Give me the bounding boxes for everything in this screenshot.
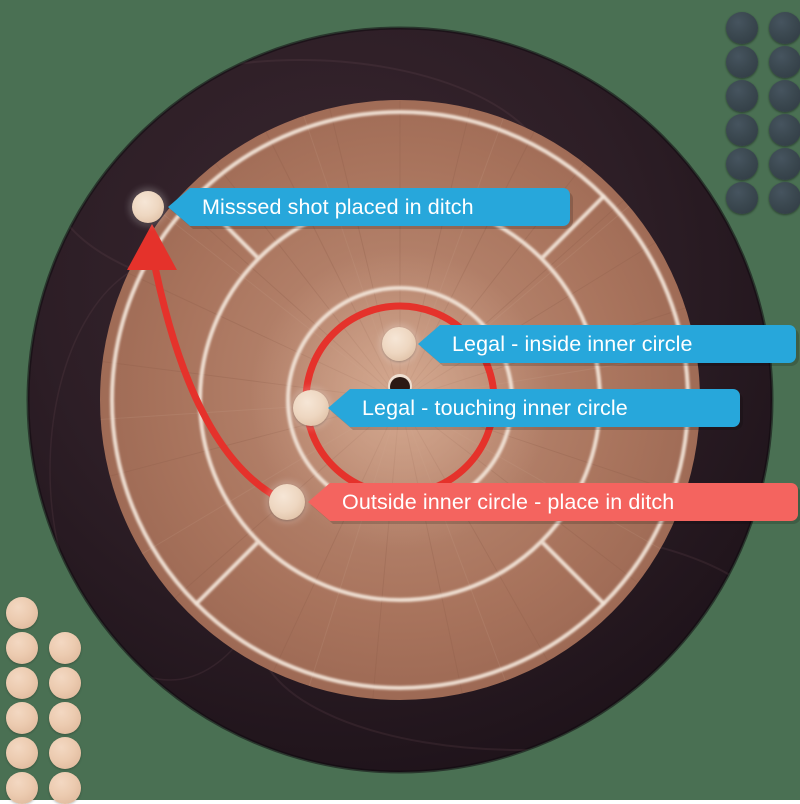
dark-disc[interactable] bbox=[726, 12, 758, 44]
disc-inside-inner[interactable] bbox=[382, 327, 416, 361]
light-disc[interactable] bbox=[6, 702, 38, 734]
light-disc[interactable] bbox=[49, 772, 81, 804]
dark-disc[interactable] bbox=[769, 148, 800, 180]
light-disc[interactable] bbox=[6, 772, 38, 804]
light-disc[interactable] bbox=[49, 737, 81, 769]
dark-disc[interactable] bbox=[769, 80, 800, 112]
light-disc[interactable] bbox=[6, 632, 38, 664]
dark-disc[interactable] bbox=[726, 46, 758, 78]
callout-legal-touching[interactable]: Legal - touching inner circle bbox=[328, 389, 740, 427]
shot-trajectory bbox=[127, 224, 291, 506]
light-disc[interactable] bbox=[49, 667, 81, 699]
light-disc[interactable] bbox=[49, 632, 81, 664]
callout-missed-shot[interactable]: Misssed shot placed in ditch bbox=[168, 188, 570, 226]
light-disc[interactable] bbox=[6, 737, 38, 769]
disc-outside-inner[interactable] bbox=[269, 484, 305, 520]
dark-disc[interactable] bbox=[726, 148, 758, 180]
dark-disc[interactable] bbox=[726, 182, 758, 214]
callout-outside-inner[interactable]: Outside inner circle - place in ditch bbox=[308, 483, 798, 521]
callout-legal-inside[interactable]: Legal - inside inner circle bbox=[418, 325, 796, 363]
light-disc[interactable] bbox=[49, 702, 81, 734]
dark-disc[interactable] bbox=[769, 12, 800, 44]
dark-disc[interactable] bbox=[769, 114, 800, 146]
light-disc[interactable] bbox=[6, 597, 38, 629]
disc-touching-inner[interactable] bbox=[293, 390, 329, 426]
dark-disc[interactable] bbox=[769, 46, 800, 78]
dark-disc[interactable] bbox=[726, 114, 758, 146]
light-disc[interactable] bbox=[6, 667, 38, 699]
disc-in-ditch[interactable] bbox=[132, 191, 164, 223]
dark-disc[interactable] bbox=[726, 80, 758, 112]
dark-disc[interactable] bbox=[769, 182, 800, 214]
